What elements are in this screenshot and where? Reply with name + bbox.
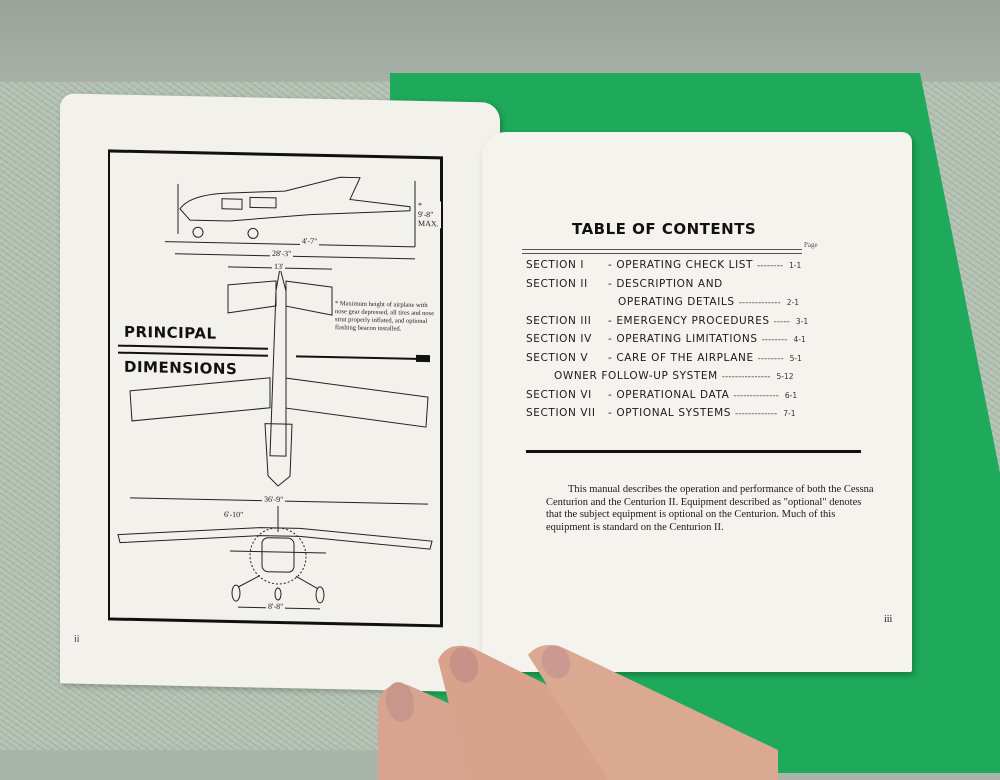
page-number-right: iii	[884, 614, 893, 625]
toc-entry[interactable]: SECTION V- CARE OF THE AIRPLANE --------…	[526, 351, 802, 364]
right-page: TABLE OF CONTENTS Page SECTION I- OPERAT…	[482, 132, 912, 672]
height-dimension: * 9'-8" MAX.	[416, 200, 441, 229]
heading-dimensions: DIMENSIONS	[124, 357, 238, 379]
length-dimension: 28'-3"	[270, 248, 294, 259]
table-of-contents: SECTION I- OPERATING CHECK LIST --------…	[526, 259, 856, 426]
heading-principal: PRINCIPAL	[124, 322, 217, 343]
dimensions-diagram: * 9'-8" MAX. 28'-3" 4'-7" 13' 36'-9" 6'-…	[108, 149, 443, 628]
toc-entry[interactable]: OWNER FOLLOW-UP SYSTEM ---------------5-…	[554, 370, 794, 382]
toc-entry[interactable]: SECTION I- OPERATING CHECK LIST --------…	[526, 259, 802, 271]
toc-entry[interactable]: SECTION II- DESCRIPTION AND	[526, 277, 723, 290]
page-number-left: ii	[74, 633, 80, 645]
toc-entry[interactable]: OPERATING DETAILS -------------2-1	[618, 296, 800, 308]
wheel-track-dimension: 8'-8"	[266, 601, 286, 612]
ground-clearance-dimension: 4'-7"	[300, 236, 320, 246]
left-page: * 9'-8" MAX. 28'-3" 4'-7" 13' 36'-9" 6'-…	[60, 93, 500, 693]
wall-background	[0, 0, 1000, 84]
hand	[378, 640, 778, 780]
toc-entry[interactable]: SECTION III- EMERGENCY PROCEDURES -----3…	[526, 314, 809, 327]
page-title: TABLE OF CONTENTS	[572, 220, 757, 238]
wing-span-dimension: 36'-9"	[262, 494, 286, 505]
heading-rule-block	[416, 354, 430, 363]
stabilizer-span-dimension: 13'	[272, 261, 286, 272]
prop-diameter-dimension: 6'-10"	[222, 509, 246, 520]
airplane-drawing-icon	[117, 176, 433, 610]
intro-paragraph: This manual describes the operation and …	[546, 484, 874, 533]
section-divider	[526, 450, 861, 453]
height-footnote: * Maximum height of airplane with nose g…	[335, 300, 435, 333]
hand-fingers-icon	[378, 645, 778, 780]
toc-entry[interactable]: SECTION VI- OPERATIONAL DATA -----------…	[526, 388, 798, 401]
toc-entry[interactable]: SECTION IV- OPERATING LIMITATIONS ------…	[526, 333, 806, 345]
page-column-header: Page	[804, 241, 818, 249]
title-double-rule	[522, 249, 802, 254]
toc-entry[interactable]: SECTION VII- OPTIONAL SYSTEMS ----------…	[526, 407, 796, 419]
